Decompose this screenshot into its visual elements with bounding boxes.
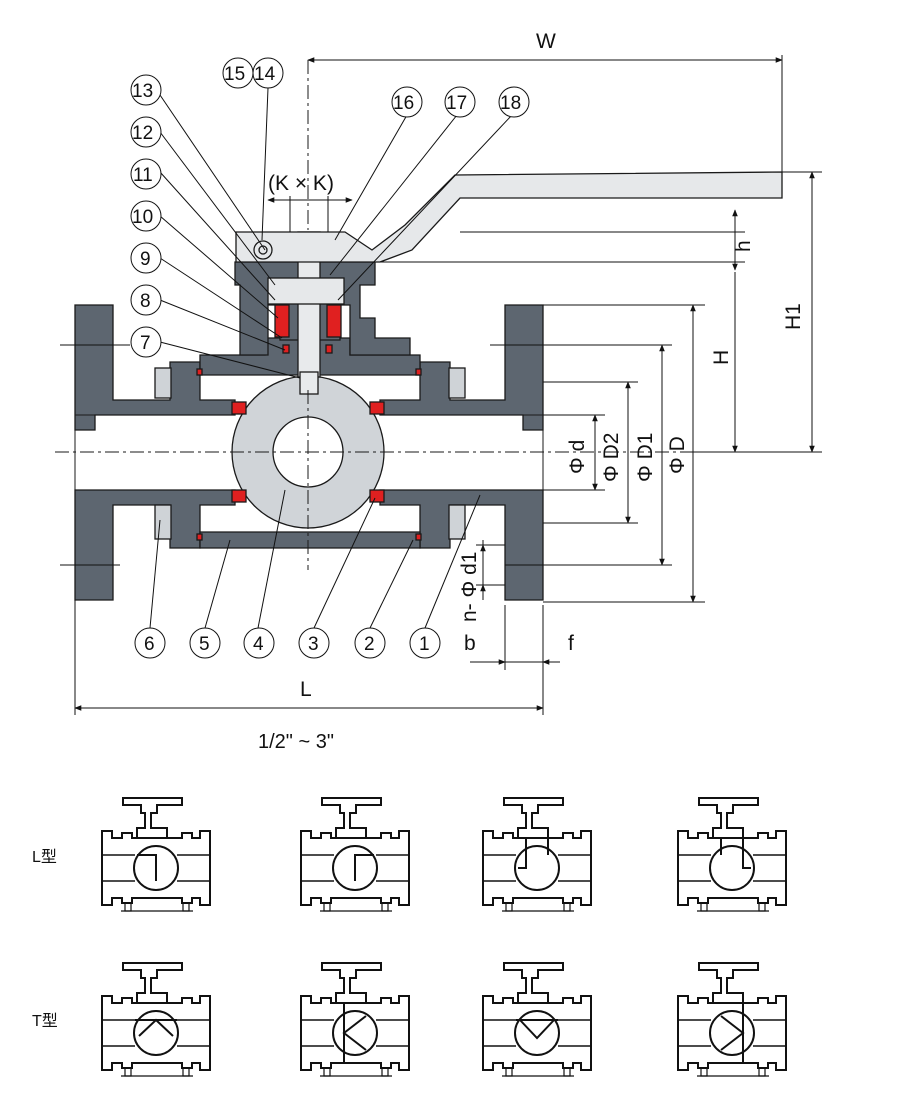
svg-text:17: 17	[446, 93, 467, 114]
dim-l: L	[300, 678, 312, 701]
callout-11: 11	[130, 158, 162, 190]
svg-text:12: 12	[132, 123, 153, 144]
callout-8: 8	[130, 284, 162, 316]
svg-text:1: 1	[419, 634, 430, 655]
callout-12: 12	[130, 116, 162, 148]
callout-14: 14	[252, 57, 284, 89]
l-type-variant-1	[101, 797, 211, 912]
bolt-icon	[253, 240, 273, 260]
t-type-variant-2	[300, 962, 410, 1077]
svg-text:18: 18	[500, 93, 521, 114]
svg-text:4: 4	[253, 634, 264, 655]
dim-phi-d: Φ d	[566, 440, 589, 474]
svg-text:11: 11	[133, 165, 153, 186]
stem-key	[299, 371, 319, 395]
o-ring	[282, 344, 290, 354]
svg-text:14: 14	[254, 64, 276, 85]
gland	[267, 277, 345, 305]
l-type-row: L型	[32, 797, 787, 912]
nut	[448, 504, 466, 540]
seat	[369, 401, 385, 415]
svg-text:6: 6	[144, 634, 155, 655]
o-ring	[196, 368, 203, 376]
t-type-variant-1	[101, 962, 211, 1077]
dim-h: h	[732, 240, 755, 252]
dim-kxk: (K × K)	[268, 172, 334, 195]
leader-lines	[149, 87, 513, 629]
svg-text:2: 2	[364, 634, 375, 655]
center-body-bottom	[199, 531, 421, 549]
seat	[369, 489, 385, 503]
svg-text:8: 8	[140, 291, 151, 312]
o-ring	[196, 533, 203, 541]
callout-2: 2	[354, 627, 386, 659]
nut	[154, 367, 172, 399]
svg-text:10: 10	[132, 207, 153, 228]
handle	[235, 171, 783, 263]
l-type-label: L型	[32, 848, 57, 866]
dim-phi-d2: Φ D2	[600, 433, 623, 482]
svg-text:9: 9	[140, 249, 151, 270]
nut	[448, 367, 466, 399]
nut	[154, 504, 172, 540]
dimension-labels: W (K × K) h H1 H Φ d Φ D2 Φ D1 Φ D n- Φ …	[258, 30, 805, 753]
t-type-label: T型	[32, 1012, 58, 1030]
dimension-lines	[60, 55, 822, 715]
part-callouts: 13 12 11 10 9 8 7 15 14 16 17 18 6 5 4 3…	[130, 57, 530, 659]
main-section-view	[74, 171, 783, 601]
callout-9: 9	[130, 242, 162, 274]
callout-16: 16	[391, 86, 423, 118]
t-type-row: T型	[32, 962, 787, 1077]
t-type-variant-3	[482, 962, 592, 1077]
dim-b: b	[464, 632, 476, 655]
svg-text:13: 13	[132, 81, 153, 102]
l-type-variant-4	[677, 797, 787, 912]
callout-15: 15	[222, 57, 254, 89]
dim-h1: H1	[782, 303, 805, 330]
svg-text:7: 7	[140, 333, 151, 354]
callout-18: 18	[498, 86, 530, 118]
size-range: 1/2" ~ 3"	[258, 731, 334, 753]
svg-text:5: 5	[199, 634, 210, 655]
o-ring	[415, 368, 422, 376]
callout-7: 7	[130, 326, 162, 358]
center-lines	[55, 60, 680, 570]
svg-text:3: 3	[308, 634, 319, 655]
dim-n-phi-d1: n- Φ d1	[458, 552, 481, 622]
o-ring	[415, 533, 422, 541]
callout-17: 17	[444, 86, 476, 118]
dim-f: f	[568, 632, 574, 655]
svg-text:16: 16	[393, 93, 414, 114]
o-ring	[325, 344, 333, 354]
callout-3: 3	[298, 627, 330, 659]
dim-w: W	[536, 30, 556, 53]
l-type-variant-3	[482, 797, 592, 912]
callout-13: 13	[130, 74, 162, 106]
t-type-variant-4	[677, 962, 787, 1077]
svg-text:15: 15	[224, 64, 245, 85]
dim-phi-d1: Φ D1	[634, 433, 657, 482]
seat	[231, 401, 247, 415]
dim-H: H	[710, 350, 733, 365]
dim-phi-D: Φ D	[666, 436, 689, 474]
packing	[326, 304, 342, 338]
callout-10: 10	[130, 200, 162, 232]
l-type-variant-2	[300, 797, 410, 912]
callout-5: 5	[189, 627, 221, 659]
packing	[274, 304, 290, 338]
body-left	[74, 304, 236, 431]
callout-6: 6	[134, 627, 166, 659]
callout-1: 1	[409, 627, 441, 659]
callout-4: 4	[243, 627, 275, 659]
seat	[231, 489, 247, 503]
